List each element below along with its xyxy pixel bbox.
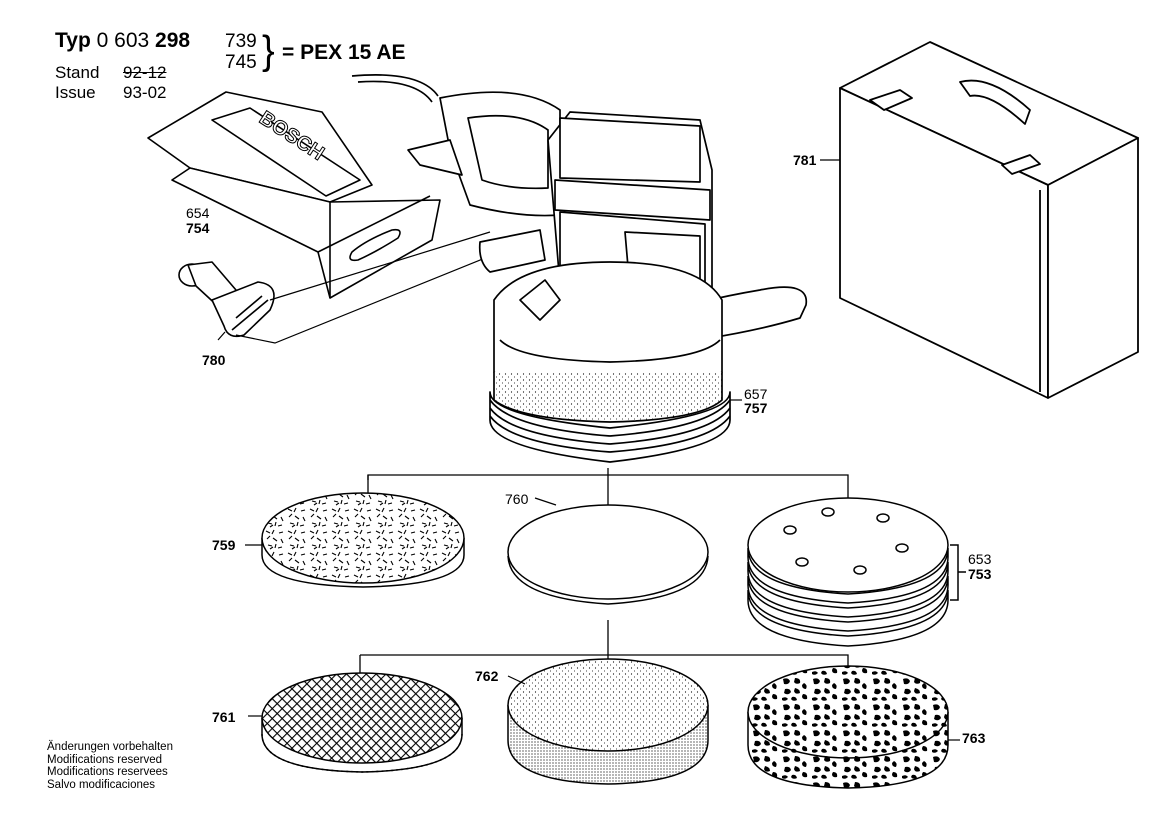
part-label-654: 654	[186, 205, 210, 221]
perforated-sheet-stack	[747, 497, 966, 647]
note-line-de: Änderungen vorbehalten	[47, 741, 173, 753]
typ-label: Typ	[55, 29, 91, 52]
polishing-foam-pad	[747, 665, 949, 789]
part-label-757: 757	[744, 400, 768, 416]
issue-value: 93-02	[123, 83, 167, 102]
sanding-sheet-plain	[507, 504, 709, 605]
part-label-780: 780	[202, 352, 226, 368]
type-number: Typ 0 603 298	[55, 30, 190, 51]
dust-bag	[147, 91, 441, 299]
suffix-739: 739	[225, 31, 257, 52]
stand-value: 92-12	[123, 63, 167, 82]
model-name: = PEX 15 AE	[282, 41, 406, 64]
brace-icon: }	[262, 28, 275, 74]
random-orbit-sander	[351, 74, 808, 463]
note-line-es: Salvo modificaciones	[47, 778, 156, 791]
issue-row: Issue 93-02	[55, 83, 166, 102]
part-label-762: 762	[475, 668, 499, 684]
issue-label: Issue	[55, 83, 96, 102]
part-label-657: 657	[744, 386, 768, 402]
part-label-653: 653	[968, 551, 992, 567]
part-label-753: 753	[968, 566, 992, 582]
suffix-745: 745	[225, 52, 257, 73]
typ-bold: 298	[155, 29, 191, 52]
modifications-note: Änderungen vorbehalten Modifications res…	[47, 741, 173, 791]
part-label-761: 761	[212, 709, 236, 725]
part-label-781: 781	[793, 152, 817, 168]
stand-label: Stand	[55, 63, 100, 82]
typ-prefix: 0 603	[96, 29, 150, 52]
stand-row: Stand 92-12	[55, 63, 166, 82]
sponge-pad	[507, 658, 709, 785]
mesh-disc	[261, 672, 463, 773]
note-line-en: Modifications reserved	[47, 753, 163, 766]
note-line-fr: Modifications reservees	[47, 766, 168, 778]
fleece-disc	[261, 492, 465, 588]
part-label-760: 760	[505, 491, 529, 507]
carrying-case	[839, 41, 1139, 399]
dust-adapter	[178, 261, 275, 338]
part-label-759: 759	[212, 537, 236, 553]
part-label-754: 754	[186, 220, 210, 236]
part-label-763: 763	[962, 730, 986, 746]
